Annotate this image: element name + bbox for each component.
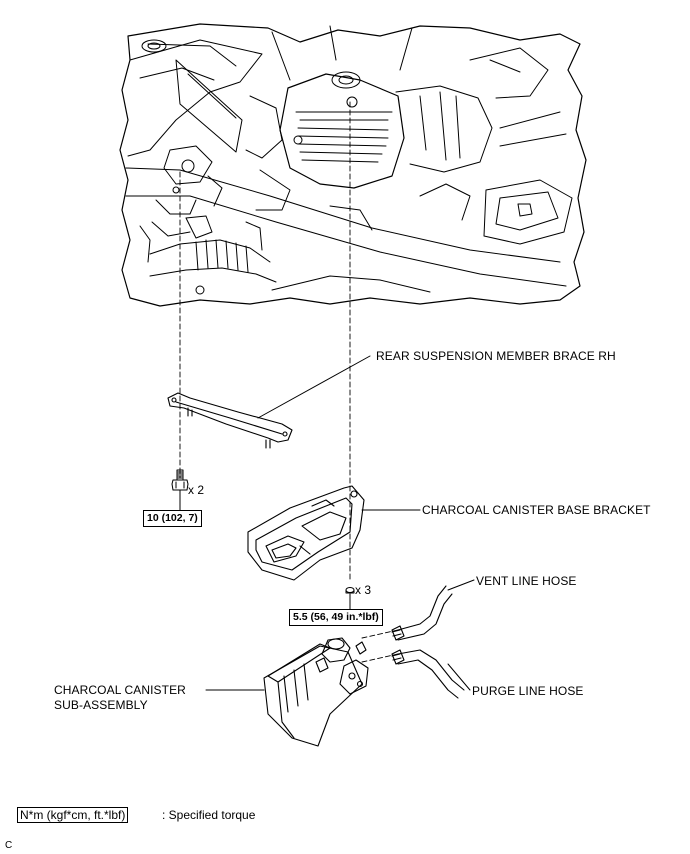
specified-torque-legend: : Specified torque bbox=[162, 808, 256, 822]
vent-line-hose bbox=[391, 585, 453, 641]
bolt-torque-spec: 10 (102, 7) bbox=[143, 510, 202, 527]
vehicle-underbody-illustration bbox=[119, 23, 587, 307]
brace-label: REAR SUSPENSION MEMBER BRACE RH bbox=[376, 349, 616, 363]
canister-label-line1: CHARCOAL CANISTER bbox=[54, 683, 186, 697]
figure-code: C bbox=[5, 840, 13, 851]
nut bbox=[345, 587, 355, 594]
vent-hose-leader bbox=[447, 579, 475, 591]
nut-torque-spec: 5.5 (56, 49 in.*lbf) bbox=[289, 609, 383, 626]
bolt bbox=[171, 469, 189, 491]
alignment-dashed-lines bbox=[179, 101, 399, 663]
bracket-label: CHARCOAL CANISTER BASE BRACKET bbox=[422, 503, 651, 517]
charcoal-canister-sub-assembly bbox=[263, 637, 369, 747]
vent-line-hose-label: VENT LINE HOSE bbox=[476, 574, 577, 588]
purge-hose-leader bbox=[447, 663, 471, 691]
rear-suspension-member-brace bbox=[167, 392, 293, 449]
nut-quantity: x 3 bbox=[355, 583, 372, 597]
torque-unit-legend: N*m (kgf*cm, ft.*lbf) bbox=[17, 807, 129, 823]
bolt-quantity: x 2 bbox=[188, 483, 205, 497]
purge-line-hose-label: PURGE LINE HOSE bbox=[472, 684, 584, 698]
charcoal-canister-base-bracket bbox=[247, 485, 365, 581]
brace-leader-line bbox=[257, 355, 371, 419]
purge-line-hose bbox=[391, 649, 465, 699]
canister-label-line2: SUB-ASSEMBLY bbox=[54, 698, 148, 712]
